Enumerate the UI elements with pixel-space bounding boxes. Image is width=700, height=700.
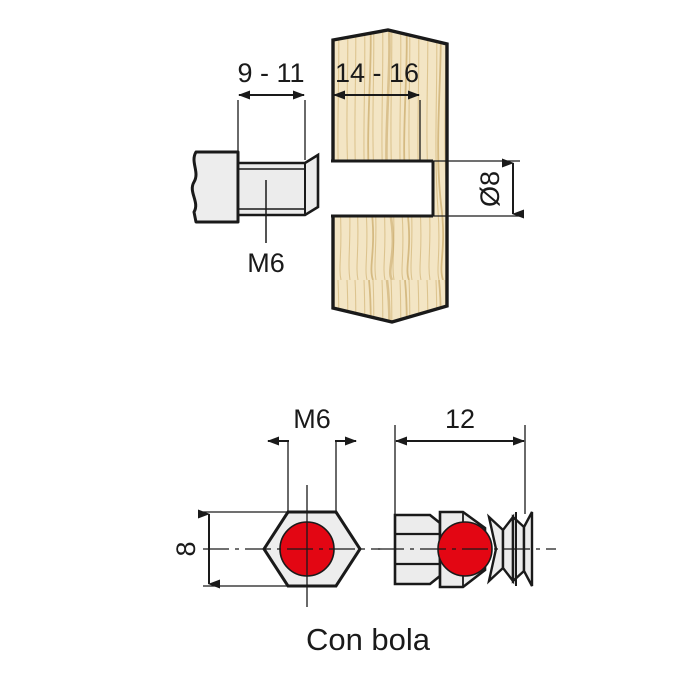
callout-thread-m6: M6 bbox=[247, 180, 285, 278]
panel-drilled-hole bbox=[331, 159, 435, 218]
wood-panel-outline bbox=[331, 28, 449, 324]
dimension-panel-hole-depth: 14 - 16 bbox=[332, 58, 421, 160]
dimension-hole-diameter: Ø8 bbox=[433, 158, 524, 219]
ext-lines-m6 bbox=[287, 440, 337, 514]
ext-lines-14-16 bbox=[332, 100, 421, 160]
ext-lines-9-11 bbox=[237, 100, 306, 160]
hole-outline bbox=[331, 159, 435, 218]
bolt-thread-lines bbox=[238, 168, 305, 210]
dowel-hex-flat-lines bbox=[395, 532, 440, 566]
dimension-label-8: 8 bbox=[171, 541, 201, 556]
ball-dowel-side-view bbox=[378, 510, 556, 589]
dimension-nut-thread-m6: M6 bbox=[267, 404, 357, 514]
drawing-caption: Con bola bbox=[306, 622, 431, 657]
bolt-body bbox=[190, 150, 240, 224]
bottom-view-group: M6 8 bbox=[171, 404, 556, 657]
dimension-label-14-16: 14 - 16 bbox=[335, 58, 419, 88]
top-view-group: 9 - 11 14 - 16 Ø8 M6 bbox=[190, 28, 524, 324]
callout-label-m6: M6 bbox=[247, 248, 285, 278]
dimension-label-nut-m6: M6 bbox=[293, 404, 331, 434]
dimension-label-dia8: Ø8 bbox=[475, 171, 505, 207]
dimension-nut-across-flats: 8 bbox=[171, 509, 290, 589]
dimension-label-12: 12 bbox=[445, 404, 475, 434]
dimension-label-9-11: 9 - 11 bbox=[237, 58, 304, 88]
hole-fill bbox=[331, 161, 433, 216]
connector-bolt-assembly bbox=[190, 150, 320, 224]
dimension-dowel-length: 12 bbox=[394, 404, 526, 514]
dimension-bolt-protrusion: 9 - 11 bbox=[237, 58, 306, 160]
